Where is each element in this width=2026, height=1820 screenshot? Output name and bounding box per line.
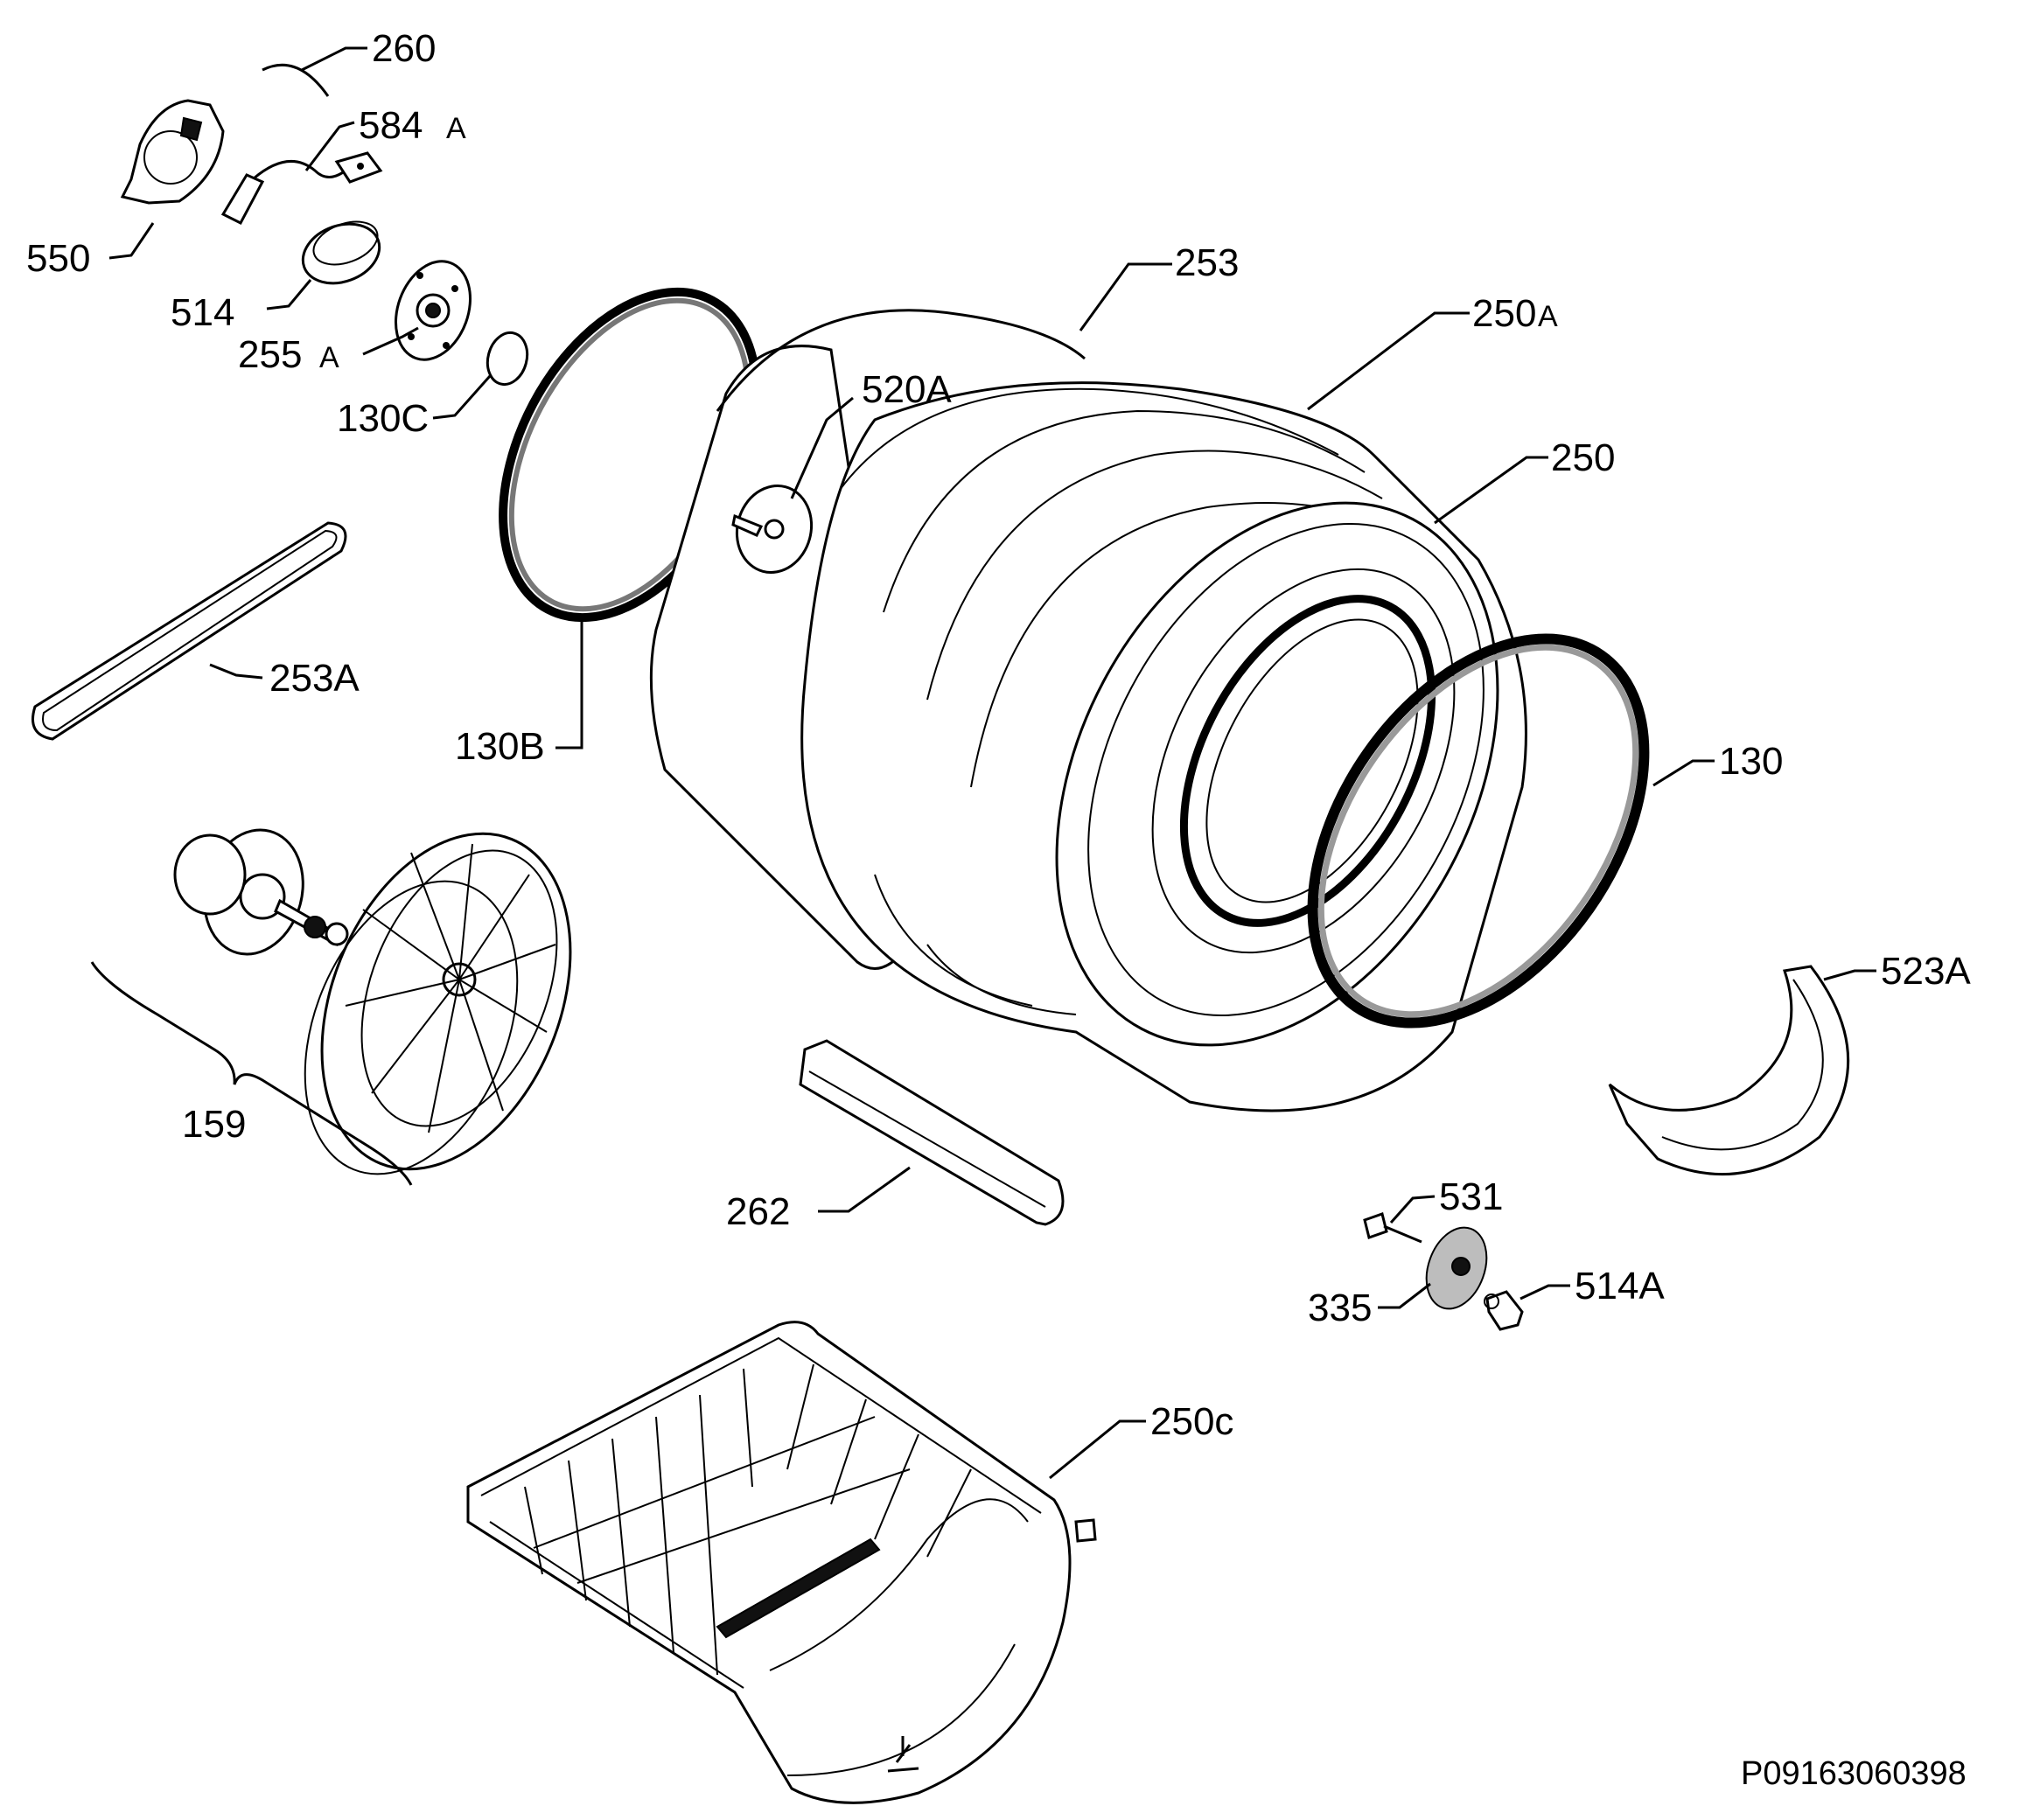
label-250a-suffix: A [1538, 300, 1558, 333]
part-584a-sensor [220, 151, 383, 225]
label-250a: 250 [1472, 292, 1536, 335]
label-523a: 523A [1881, 950, 1971, 993]
part-250-drum [800, 381, 1527, 1112]
part-260-cable-tie [262, 63, 330, 97]
part-159-fan-assembly [90, 828, 572, 1186]
part-514a-bushing [1484, 1290, 1524, 1331]
label-159: 159 [182, 1103, 246, 1146]
label-253a: 253A [269, 657, 360, 700]
label-584a-suffix: A [446, 112, 466, 145]
label-130: 130 [1719, 740, 1783, 783]
label-130c: 130C [337, 397, 429, 440]
part-514-bearing-cup [301, 220, 381, 285]
label-514a: 514A [1575, 1265, 1665, 1307]
label-253: 253 [1175, 241, 1239, 284]
label-250c: 250c [1150, 1400, 1233, 1443]
label-130b: 130B [455, 725, 545, 768]
reference-code: P09163060398 [1741, 1755, 1967, 1792]
label-260: 260 [372, 27, 436, 70]
label-584a: 584 [359, 104, 423, 147]
part-250c-basket [466, 1321, 1097, 1804]
leader-lines [108, 46, 1876, 1480]
part-130-front-seal [1307, 633, 1650, 1029]
part-531-screw [1363, 1212, 1422, 1244]
label-520a: 520A [862, 368, 952, 411]
label-335: 335 [1308, 1287, 1372, 1329]
part-labels: 260 584 A 550 514 255 A 130C 253 250 A 5… [26, 27, 1971, 1792]
label-514: 514 [171, 291, 234, 334]
label-255a: 255 [238, 333, 302, 376]
label-262: 262 [726, 1190, 790, 1233]
part-255a-flange [394, 260, 472, 361]
part-130c-circlip [486, 331, 529, 387]
part-520a-shaft-plate [731, 484, 814, 575]
part-335-roller [1425, 1226, 1488, 1310]
part-262-support-bar [799, 1039, 1065, 1226]
part-523a-guide [1608, 965, 1850, 1176]
label-550: 550 [26, 237, 90, 280]
part-253a-belt [31, 521, 347, 741]
label-250: 250 [1551, 436, 1615, 479]
label-255a-suffix: A [319, 341, 339, 374]
label-531: 531 [1439, 1175, 1503, 1218]
part-550-bracket [120, 99, 225, 205]
